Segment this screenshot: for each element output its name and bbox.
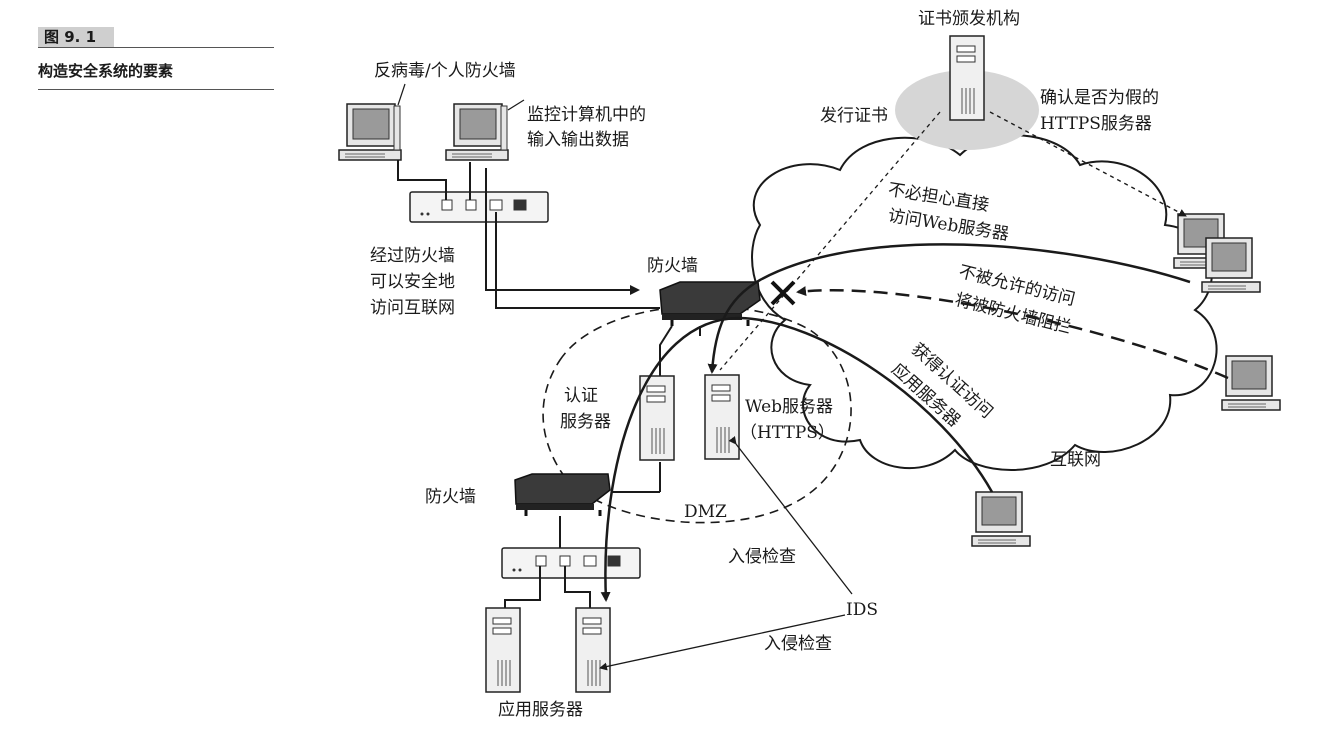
auth-server-label-2: 服务器: [560, 412, 611, 432]
pc-left-icon: [338, 103, 402, 161]
safe-access-label-2: 可以安全地: [370, 272, 455, 292]
intrusion-label-1: 入侵检查: [728, 547, 796, 567]
auth-app-access-arrow: [600, 316, 994, 602]
internet-cloud-icon: [751, 134, 1218, 471]
figure-tag: 图 9. 1: [38, 27, 114, 47]
ids-label: IDS: [846, 600, 878, 620]
intrusion-label-2: 入侵检查: [764, 634, 832, 654]
antivirus-label: 反病毒/个人防火墙: [374, 61, 516, 81]
monitor-label-2: 输入输出数据: [527, 130, 629, 150]
firewall-top-icon: [659, 281, 761, 326]
top-hub-icon: [409, 191, 549, 223]
firewall-bottom-label: 防火墙: [425, 487, 476, 507]
internet-pc-4-icon: [971, 491, 1031, 547]
ca-server-icon: [949, 35, 985, 121]
server-bottom-left-icon: [485, 607, 521, 693]
confirm-label-1: 确认是否为假的: [1040, 88, 1159, 108]
app-server-label: 应用服务器: [498, 700, 583, 720]
safe-access-label-3: 访问互联网: [370, 298, 455, 318]
blocked-access-arrow: [796, 286, 1229, 380]
internet-pc-2-icon: [1201, 237, 1261, 293]
pc-middle-firewall-icon: [500, 105, 508, 151]
pc-left-firewall-icon: [393, 105, 401, 151]
internet-label: 互联网: [1050, 450, 1101, 470]
web-server-label-2: （HTTPS）: [740, 423, 835, 443]
safe-access-label-1: 经过防火墙: [370, 246, 455, 266]
header-rule-bottom: [38, 89, 274, 90]
monitor-label-1: 监控计算机中的: [527, 105, 646, 125]
figure-caption: 构造安全系统的要素: [38, 62, 174, 80]
block-x-icon: [770, 280, 796, 306]
issue-cert-label: 发行证书: [820, 106, 888, 126]
ca-label: 证书颁发机构: [918, 9, 1020, 29]
header-rule-top: [38, 47, 274, 48]
auth-server-icon: [639, 375, 675, 461]
app-server-icon: [575, 607, 611, 693]
dmz-label: DMZ: [684, 502, 727, 522]
confirm-label-2: HTTPS服务器: [1040, 114, 1152, 134]
internet-pc-3-icon: [1221, 355, 1281, 411]
auth-server-label-1: 认证: [564, 386, 598, 406]
bottom-hub-icon: [501, 547, 641, 579]
web-server-label-1: Web服务器: [745, 397, 834, 417]
web-server-icon: [704, 374, 740, 460]
firewall-bottom-icon: [514, 473, 611, 516]
pc-middle-icon: [445, 103, 509, 161]
dmz-zone: [542, 305, 852, 524]
firewall-top-label: 防火墙: [647, 256, 698, 276]
